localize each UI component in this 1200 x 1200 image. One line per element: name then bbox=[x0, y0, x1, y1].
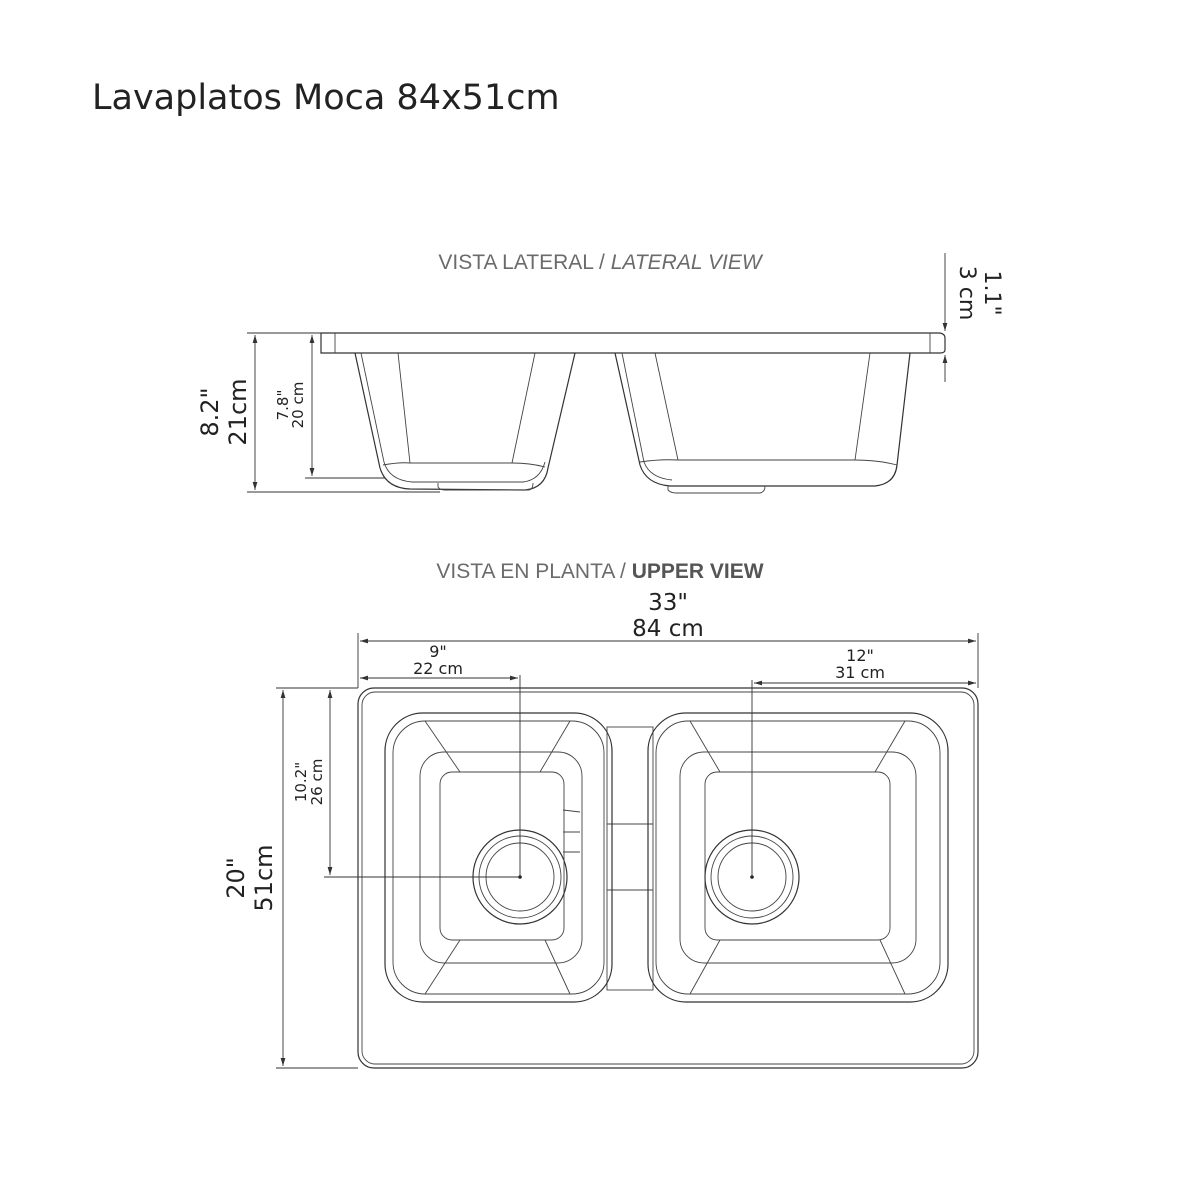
depth-cm: 51cm bbox=[250, 844, 278, 911]
right-drain-cm: 31 cm bbox=[835, 663, 885, 682]
upper-sink-outline bbox=[357, 687, 979, 1069]
right-drain-in: 12" bbox=[846, 646, 874, 665]
upper-view-heading: VISTA EN PLANTA / UPPER VIEW bbox=[436, 560, 763, 583]
width-in: 33" bbox=[648, 590, 688, 616]
lateral-sink-outline bbox=[320, 332, 946, 494]
page-title: Lavaplatos Moca 84x51cm bbox=[92, 78, 560, 118]
lateral-rim-dimension: 1.1" 3 cm bbox=[942, 253, 1004, 382]
drain-offset-dimension: 10.2" 26 cm bbox=[292, 690, 520, 878]
lateral-bowl-depth-dimension: 7.8" 20 cm bbox=[274, 335, 385, 479]
left-drain-offset-dimension: 9" 22 cm bbox=[360, 642, 521, 877]
total-height-cm: 21cm bbox=[224, 378, 252, 445]
upper-view: VISTA EN PLANTA / UPPER VIEW bbox=[222, 560, 979, 1069]
total-height-in: 8.2" bbox=[196, 387, 224, 436]
rim-cm: 3 cm bbox=[954, 266, 979, 321]
right-drain-offset-dimension: 12" 31 cm bbox=[751, 646, 976, 877]
drain-offset-cm: 26 cm bbox=[308, 759, 326, 806]
left-drain-in: 9" bbox=[429, 642, 447, 661]
drain-offset-in: 10.2" bbox=[292, 762, 310, 802]
left-drain-cm: 22 cm bbox=[413, 659, 463, 678]
lateral-total-height-dimension: 8.2" 21cm bbox=[196, 332, 440, 493]
rim-in: 1.1" bbox=[979, 270, 1004, 315]
lateral-view: VISTA LATERAL / LATERAL VIEW 8.2 bbox=[196, 251, 1004, 494]
lateral-view-heading: VISTA LATERAL / LATERAL VIEW bbox=[438, 251, 763, 274]
bowl-depth-in: 7.8" bbox=[274, 390, 292, 421]
depth-in: 20" bbox=[222, 857, 250, 899]
width-cm: 84 cm bbox=[632, 616, 704, 642]
depth-dimension: 20" 51cm bbox=[222, 687, 358, 1069]
width-dimension: 33" 84 cm bbox=[357, 590, 979, 688]
bowl-depth-cm: 20 cm bbox=[289, 382, 307, 429]
